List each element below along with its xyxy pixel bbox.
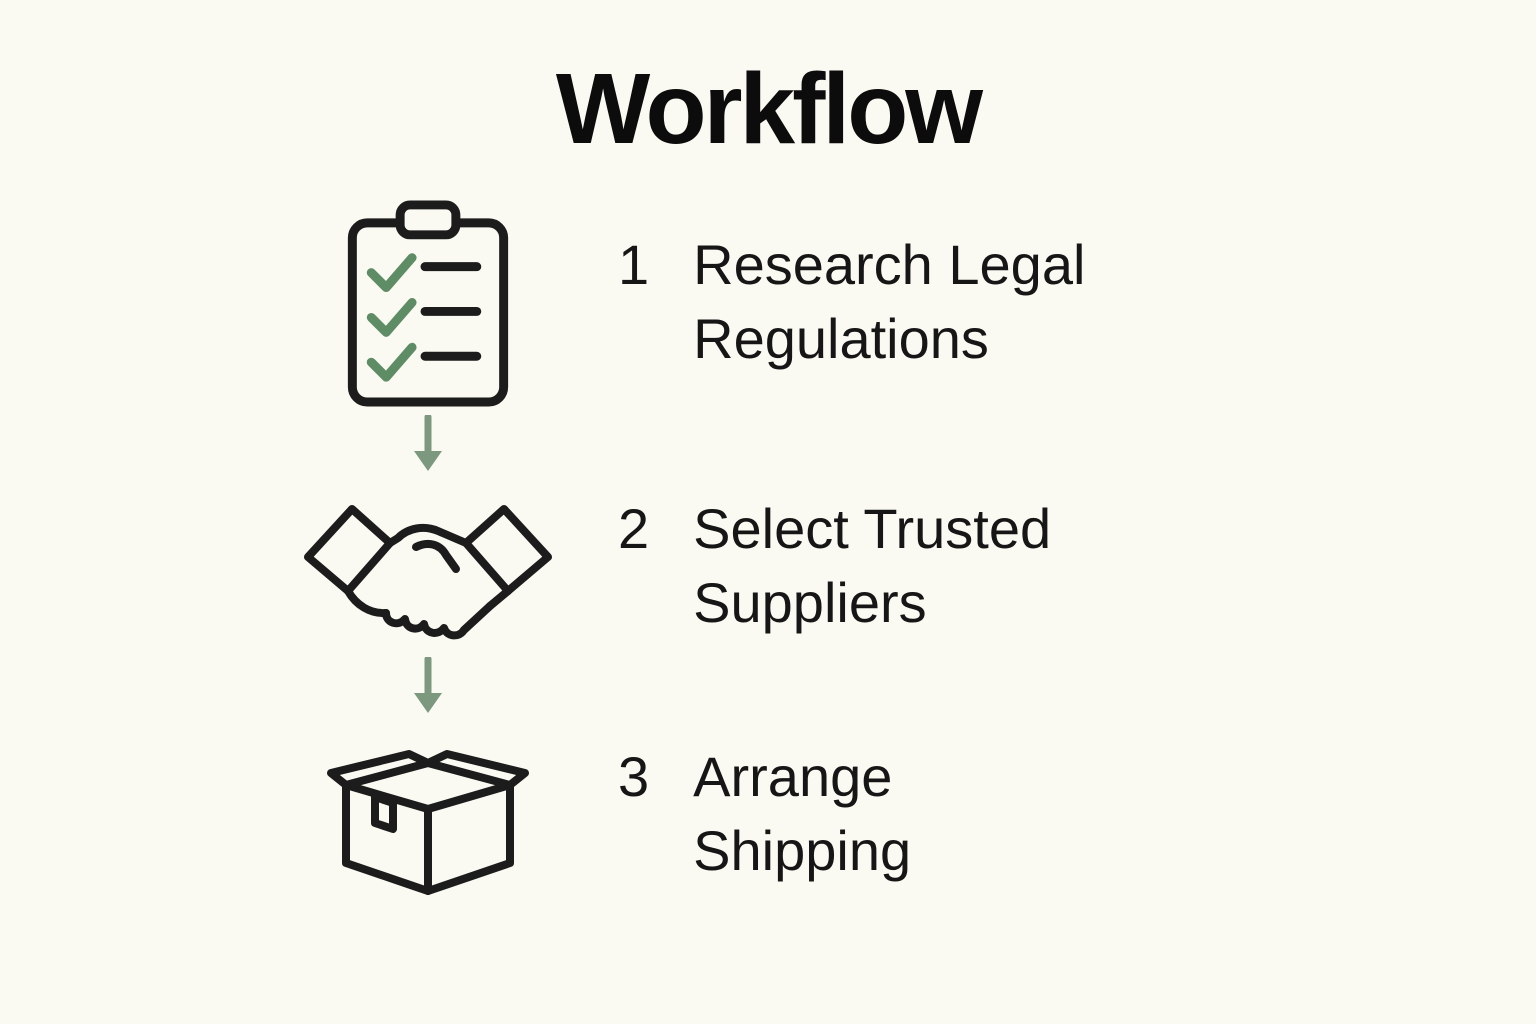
connector-row-2 [288, 651, 1248, 723]
step-1-label: Research Legal Regulations [693, 233, 1086, 370]
content-column: Workflow 1 Research Legal Regulations [288, 0, 1248, 905]
step-2-icon-cell [288, 481, 568, 651]
shipping-box-icon [326, 750, 529, 895]
step-2-label: Select Trusted Suppliers [693, 497, 1052, 634]
step-2-number: 2 [618, 497, 650, 561]
step-3-text: 3 Arrange Shipping [618, 740, 1248, 888]
step-row-3: 3 Arrange Shipping [288, 723, 1248, 905]
down-arrow-icon [414, 657, 442, 713]
down-arrow-icon [414, 415, 442, 471]
handshake-icon [304, 505, 552, 640]
step-3-number: 3 [618, 745, 650, 809]
step-row-1: 1 Research Legal Regulations [288, 195, 1248, 409]
connector-1 [288, 409, 568, 481]
page-title: Workflow [555, 53, 983, 165]
step-1-text: 1 Research Legal Regulations [618, 228, 1248, 376]
connector-2 [288, 651, 568, 723]
step-1-icon-cell [288, 195, 568, 409]
step-3-icon-cell [288, 723, 568, 905]
step-row-2: 2 Select Trusted Suppliers [288, 481, 1248, 651]
clipboard-checklist-icon [347, 200, 509, 407]
step-3-label: Arrange Shipping [693, 745, 912, 882]
step-2-text: 2 Select Trusted Suppliers [618, 492, 1248, 640]
connector-row-1 [288, 409, 1248, 481]
step-1-number: 1 [618, 233, 650, 297]
